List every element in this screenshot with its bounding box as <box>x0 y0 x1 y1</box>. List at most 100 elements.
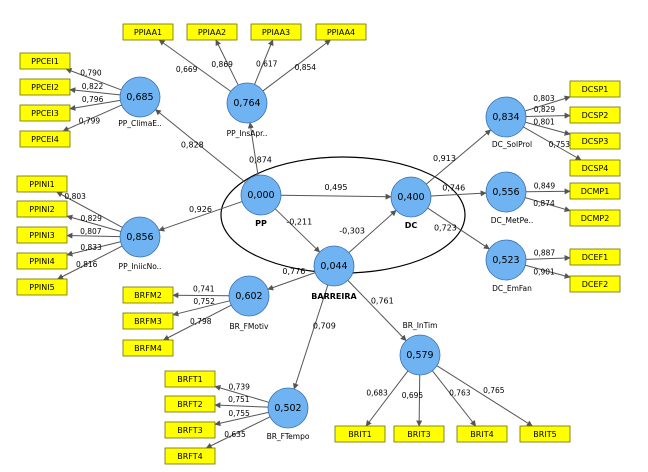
outer-loading: 0,617 <box>256 59 278 68</box>
outer-loading: 0,833 <box>80 243 102 252</box>
indicator-label: PPINI3 <box>29 231 54 240</box>
loading-arrow <box>416 374 423 427</box>
indicator-brit1[interactable]: BRIT1 <box>334 425 386 443</box>
path-arrow-bar-fmot <box>267 272 316 291</box>
indicator-brft1[interactable]: BRFT1 <box>164 370 216 388</box>
indicator-label: DCMP2 <box>581 214 610 223</box>
path-coefficient: -0,211 <box>286 217 312 226</box>
path-arrow-pp-inic <box>158 201 243 232</box>
indicator-brit4[interactable]: BRIT4 <box>456 425 508 443</box>
loading-arrow <box>172 300 230 317</box>
indicator-label: PPINI5 <box>29 283 54 292</box>
latent-variable-name: PP <box>255 219 267 228</box>
loading-arrow <box>62 104 122 132</box>
path-coefficient: 0,495 <box>325 183 348 192</box>
indicator-label: BRFM4 <box>134 344 162 353</box>
indicator-dcsp1[interactable]: DCSP1 <box>569 80 621 98</box>
indicator-label: PPCEI3 <box>31 109 59 118</box>
indicator-brit5[interactable]: BRIT5 <box>519 425 571 443</box>
loading-arrow <box>262 39 331 92</box>
path-coefficient: 0,926 <box>189 205 212 214</box>
indicator-ppcei3[interactable]: PPCEI3 <box>19 104 71 122</box>
path-arrow-bar-intm <box>347 280 407 342</box>
outer-loading: 0,763 <box>449 389 471 398</box>
loading-arrow <box>525 121 571 136</box>
path-arrow-pp-bar <box>274 208 321 253</box>
loading-arrow <box>69 99 121 111</box>
indicator-brfm3[interactable]: BRFM3 <box>122 312 174 330</box>
outer-loading: 0,829 <box>534 105 556 114</box>
indicator-ppini2[interactable]: PPINI2 <box>16 200 68 218</box>
indicator-brfm2[interactable]: BRFM2 <box>122 286 174 304</box>
outer-loading: 0,869 <box>211 60 233 69</box>
indicator-brft2[interactable]: BRFT2 <box>164 395 216 413</box>
indicator-label: PPCEI4 <box>31 135 59 144</box>
indicator-brft3[interactable]: BRFT3 <box>164 421 216 439</box>
path-coefficient: 0,723 <box>434 223 457 232</box>
loading-arrow <box>525 255 571 262</box>
indicator-brfm4[interactable]: BRFM4 <box>122 339 174 357</box>
indicator-ppini4[interactable]: PPINI4 <box>16 252 68 270</box>
indicator-dcsp3[interactable]: DCSP3 <box>569 132 621 150</box>
loading-arrow <box>65 68 122 91</box>
indicator-dcmp1[interactable]: DCMP1 <box>569 182 621 200</box>
r-squared-value: 0,556 <box>492 187 519 198</box>
indicator-dcef1[interactable]: DCEF1 <box>569 248 621 266</box>
r-squared-value: 0,400 <box>397 192 424 203</box>
indicator-ppiaa2[interactable]: PPIAA2 <box>186 23 238 41</box>
r-squared-value: 0,602 <box>235 291 262 302</box>
indicator-label: BRIT5 <box>533 430 556 439</box>
indicator-ppcei1[interactable]: PPCEI1 <box>19 52 71 70</box>
outer-loading: 0,796 <box>82 95 104 104</box>
path-coefficient: 0,709 <box>313 322 336 331</box>
indicator-ppini3[interactable]: PPINI3 <box>16 226 68 244</box>
indicator-ppcei4[interactable]: PPCEI4 <box>19 130 71 148</box>
indicator-label: BRFM2 <box>134 291 162 300</box>
outer-loading: 0,741 <box>193 285 215 294</box>
outer-loading: 0,753 <box>549 140 571 149</box>
latent-variable-name: DC_EmFan <box>492 284 532 293</box>
path-arrow-dc-metp <box>430 190 487 197</box>
latent-variable-name: PP_InsApr.. <box>227 129 268 138</box>
outer-loading: 0,765 <box>483 386 505 395</box>
indicator-ppiaa3[interactable]: PPIAA3 <box>250 23 302 41</box>
path-coefficient: 0,874 <box>249 155 272 164</box>
indicator-ppiaa4[interactable]: PPIAA4 <box>315 23 367 41</box>
loading-arrow <box>524 95 571 112</box>
indicator-ppini1[interactable]: PPINI1 <box>16 175 68 193</box>
indicator-label: PPIAA1 <box>134 28 162 37</box>
indicator-dcsp2[interactable]: DCSP2 <box>569 106 621 124</box>
latent-variable-name: PP_IniicNo.. <box>119 262 162 271</box>
indicator-dcmp2[interactable]: DCMP2 <box>569 209 621 227</box>
outer-loading: 0,669 <box>176 65 198 74</box>
indicator-dcef2[interactable]: DCEF2 <box>569 275 621 293</box>
indicator-label: PPCEI1 <box>31 57 59 66</box>
indicator-ppini5[interactable]: PPINI5 <box>16 278 68 296</box>
path-coefficient: 0,913 <box>433 154 456 163</box>
path-arrow-pp-inap <box>247 122 259 176</box>
r-squared-value: 0,685 <box>126 92 153 103</box>
loading-arrow <box>66 214 121 232</box>
outer-loading: 0,790 <box>80 68 102 77</box>
r-squared-value: 0,764 <box>233 98 260 109</box>
indicator-brit3[interactable]: BRIT3 <box>393 425 445 443</box>
indicator-brft4[interactable]: BRFT4 <box>164 447 216 465</box>
loading-arrow <box>163 304 232 341</box>
indicator-ppiaa1[interactable]: PPIAA1 <box>122 23 174 41</box>
r-squared-value: 0,044 <box>320 261 347 272</box>
indicator-dcsp4[interactable]: DCSP4 <box>569 159 621 177</box>
indicator-ppcei2[interactable]: PPCEI2 <box>19 78 71 96</box>
